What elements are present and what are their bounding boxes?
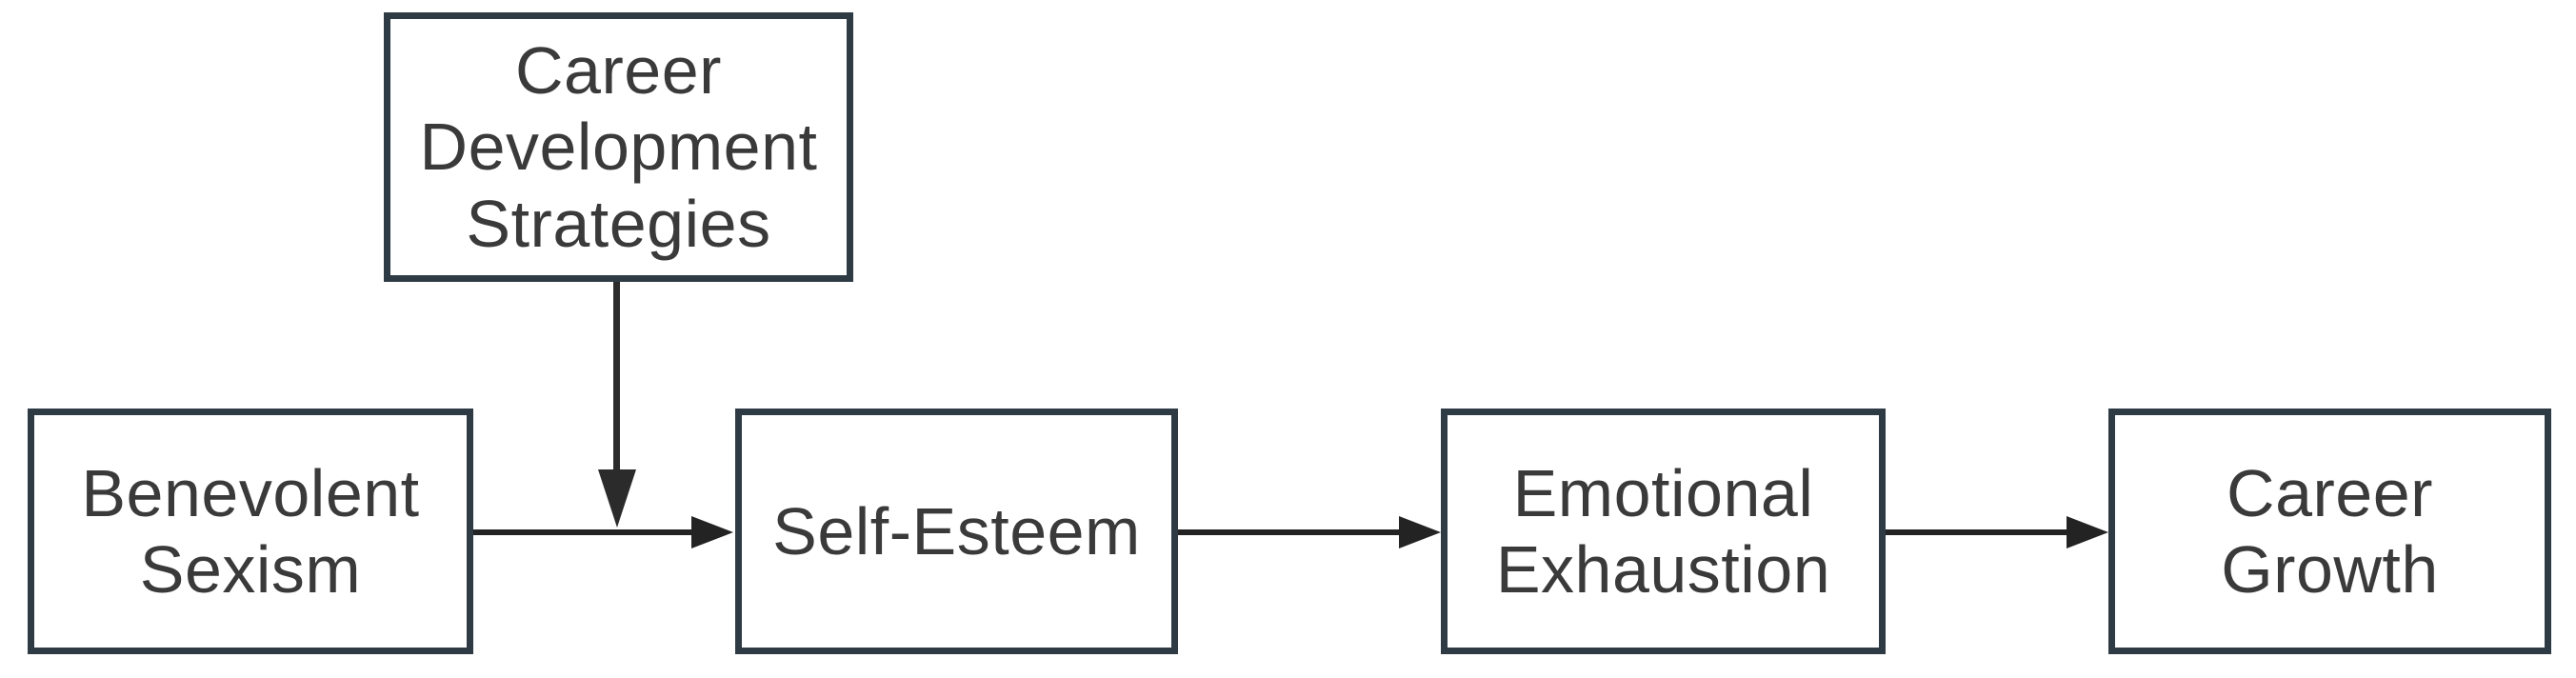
node-emotional-exhaustion: Emotional Exhaustion bbox=[1441, 409, 1886, 654]
node-self-esteem: Self-Esteem bbox=[735, 409, 1178, 654]
arrow-line-self-esteem-to-emotional-exhaustion bbox=[1178, 529, 1399, 535]
arrow-line-emotional-exhaustion-to-career-growth bbox=[1886, 529, 2067, 535]
arrow-line-benevolent-sexism-to-self-esteem bbox=[473, 529, 692, 535]
arrowhead-icon bbox=[2067, 516, 2108, 548]
arrowhead-icon bbox=[1399, 516, 1441, 548]
node-career-growth: Career Growth bbox=[2108, 409, 2551, 654]
arrowhead-icon bbox=[691, 516, 733, 548]
arrow-line-career-development-strategies-to-path bbox=[613, 282, 620, 470]
node-label-career-development-strategies: Career Development Strategies bbox=[419, 32, 818, 261]
node-label-self-esteem: Self-Esteem bbox=[772, 493, 1141, 568]
node-label-career-growth: Career Growth bbox=[2221, 455, 2439, 608]
down-arrowhead-icon bbox=[598, 469, 636, 528]
node-label-benevolent-sexism: Benevolent Sexism bbox=[81, 455, 420, 608]
node-career-development-strategies: Career Development Strategies bbox=[384, 12, 853, 282]
node-label-emotional-exhaustion: Emotional Exhaustion bbox=[1495, 455, 1831, 608]
node-benevolent-sexism: Benevolent Sexism bbox=[28, 409, 473, 654]
